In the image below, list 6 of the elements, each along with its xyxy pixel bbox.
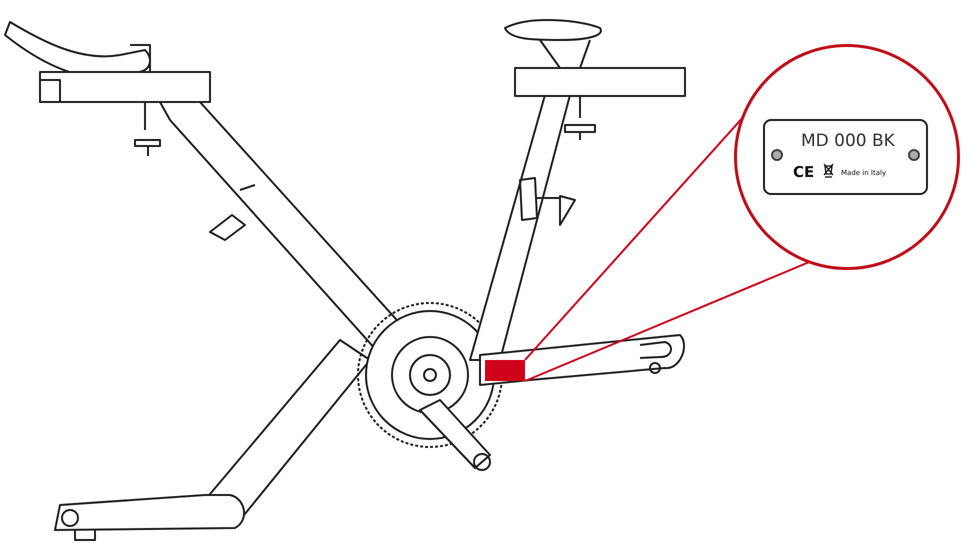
product-plate [763, 119, 928, 195]
magnifier-line [524, 261, 810, 382]
model-code: MD 000 BK [801, 131, 895, 151]
label-location-marker [485, 360, 525, 381]
ce-mark: CE [793, 163, 814, 181]
magnifier-line [524, 118, 742, 361]
